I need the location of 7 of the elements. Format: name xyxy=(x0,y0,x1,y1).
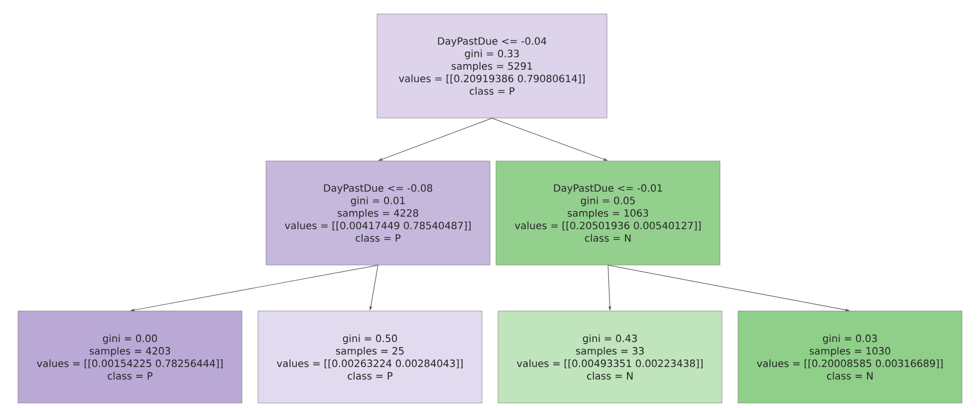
tree-node-box: gini = 0.03 samples = 1030 values = [[0.20008585 0.00316689]] class = N xyxy=(738,310,962,404)
tree-node-box: DayPastDue <= -0.01 gini = 0.05 samples = 1063 values = [[0.20501936 0.00540127]] class = N xyxy=(496,160,720,266)
tree-node-box: DayPastDue <= -0.04 gini = 0.33 samples = 5291 values = [[0.20919386 0.79080614]] class = P xyxy=(376,14,608,118)
tree-node-box: gini = 0.50 samples = 25 values = [[0.00263224 0.00284043]] class = P xyxy=(258,310,482,404)
tree-node-box: DayPastDue <= -0.08 gini = 0.01 samples = 4228 values = [[0.00417449 0.78540487]] class = P xyxy=(266,160,490,266)
tree-node-box: gini = 0.00 samples = 4203 values = [[0.00154225 0.78256444]] class = P xyxy=(18,310,242,404)
tree-node-box: gini = 0.43 samples = 33 values = [[0.00493351 0.00223438]] class = N xyxy=(498,310,722,404)
